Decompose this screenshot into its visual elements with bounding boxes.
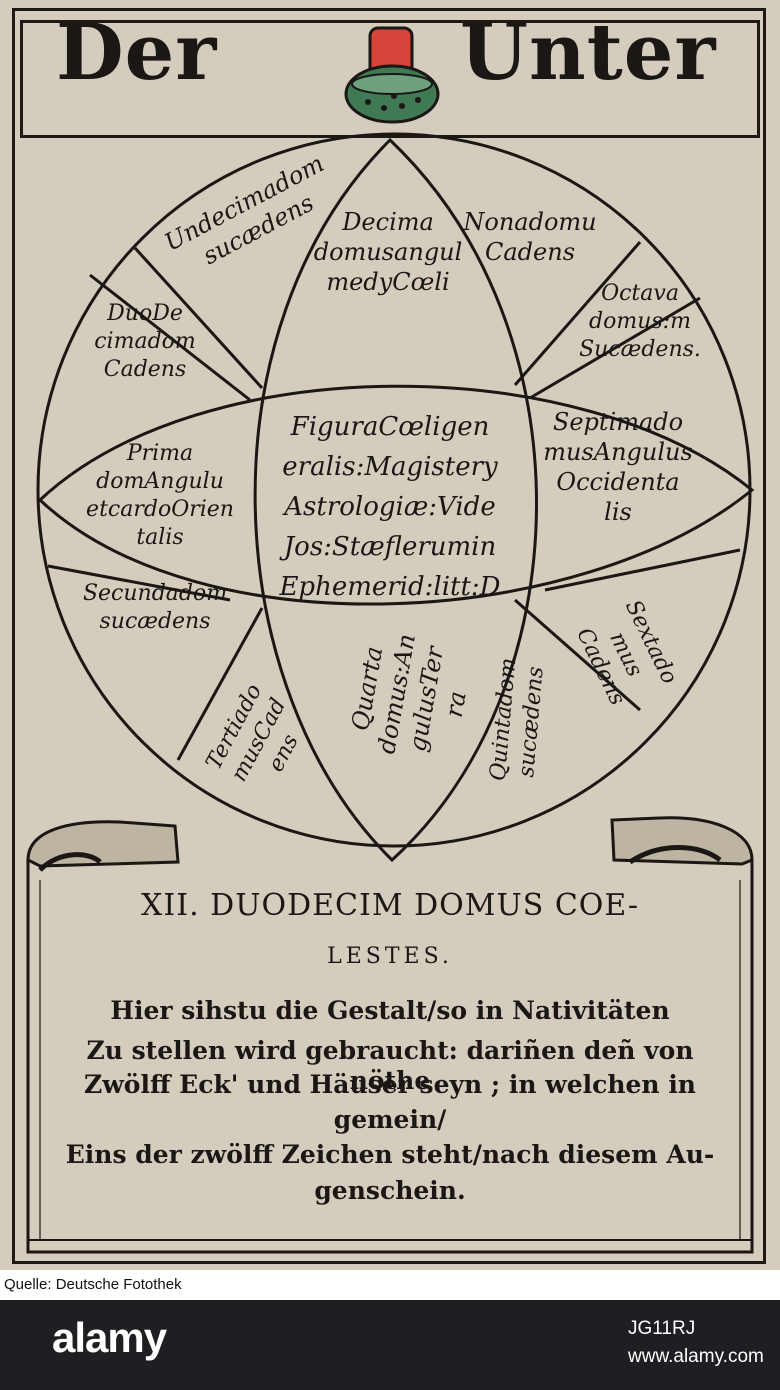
house-label-line: Septimado [553,408,683,436]
house-label-line: talis [136,525,183,550]
house-label-line: Octava [601,281,679,306]
title-band [20,20,760,138]
acorn-band [351,73,433,95]
verse-line: Zu stellen wird gebraucht: dariñen deñ v… [86,1036,694,1095]
card-title-right: Unter [460,7,717,98]
house-label-line: sucædens [514,665,549,778]
verse-line: genschein. [314,1176,466,1205]
watermark-bar [0,1300,780,1390]
house-label: Prima domAngulu etcardoOrien talis [86,441,234,550]
center-text-line: Ephemerid:litt:D [278,572,500,602]
house-label-line: etcardoOrien [86,497,234,522]
center-text-line: Astrologiæ:Vide [282,492,495,522]
house-label-line: Sucædens. [579,337,701,362]
horizontal-lens [37,384,755,606]
house-label-line: Decima [341,208,434,236]
verse-line: Zwölff Eck' und Häuser seyn ; in welchen… [84,1070,696,1099]
house-label-line: cimadom [94,329,196,354]
caption-title: XII. DUODECIM DOMUS COE- [141,888,639,923]
house-label-line: domus:m [589,309,691,334]
house-label-line: DuoDe [106,301,183,326]
house-label-line: ra [440,689,472,719]
house-label-line: sucædens [99,609,210,634]
caption-title-continued: LESTES. [327,944,453,969]
house-label: Secundadom sucædens [83,581,227,634]
house-label-line: domAngulu [96,469,224,494]
card-border [12,8,766,1264]
alamy-logo: alamy [52,1314,167,1361]
house-label-line: Cadens [485,238,575,266]
house-label-line: Nonadomu [462,208,596,236]
center-text-line: Jos:Stæflerumin [279,532,497,562]
house-label-line: musAngulus [543,438,693,466]
house-label-line: Cadens [104,357,187,382]
house-label-line: Prima [126,441,193,466]
verse-line: gemein/ [333,1105,447,1134]
verse-line: Hier sihstu die Gestalt/so in Nativitäte… [110,996,670,1025]
house-label-line: domusangul [314,238,463,266]
source-credit: Quelle: Deutsche Fotothek [4,1276,182,1293]
center-text-line: FiguraCœligen [290,412,490,442]
banner-scroll [26,816,754,1254]
house-label-line: medyCœli [326,268,449,296]
image-id: JG11RJ [628,1318,696,1339]
vertical-lens [253,137,538,863]
card-title-left: Der [56,7,218,98]
center-text-line: eralis:Magistery [282,452,498,482]
acorn-icon [344,26,440,124]
house-label-line: lis [604,498,632,526]
house-label-line: Occidenta [556,468,679,496]
house-label-line: Secundadom [83,581,227,606]
watermark-url: www.alamy.com [628,1346,764,1367]
verse-line: Eins der zwölff Zeichen steht/nach diese… [65,1140,715,1169]
